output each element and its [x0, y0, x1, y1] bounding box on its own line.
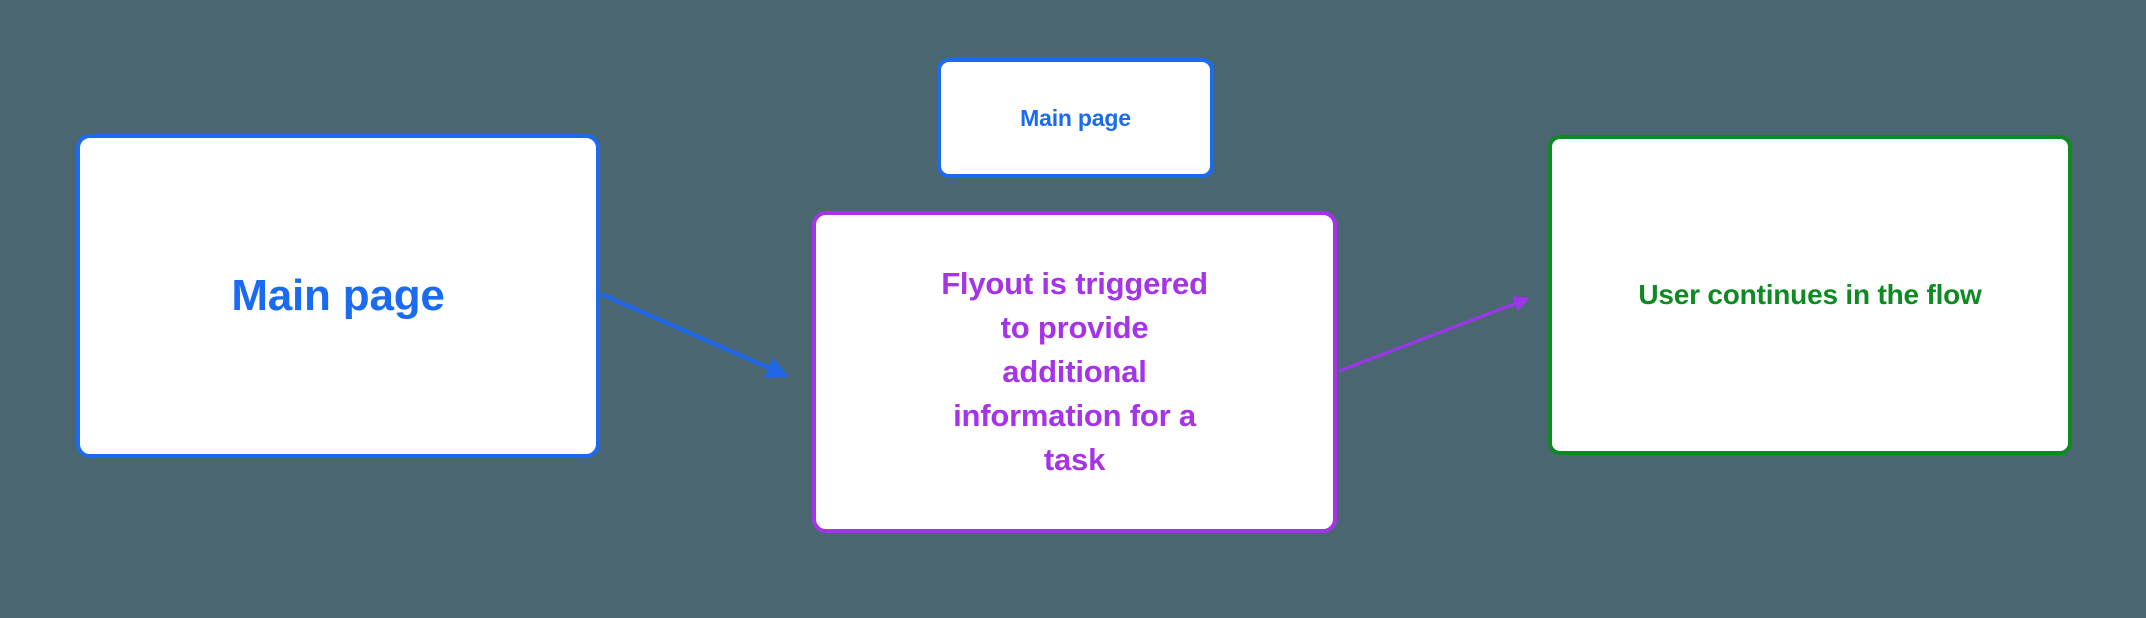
edge-main-page-to-flyout	[600, 291, 790, 379]
edge-flyout-to-user-continues	[1338, 296, 1530, 373]
node-user-continues-label: User continues in the flow	[1638, 278, 1982, 310]
node-user-continues[interactable]: User continues in the flow	[1548, 135, 2072, 455]
node-flyout[interactable]: Flyout is triggered to provide additiona…	[812, 211, 1337, 533]
node-main-page-left[interactable]: Main page	[76, 134, 600, 458]
node-main-page-left-label: Main page	[231, 271, 445, 321]
node-flyout-label: Flyout is triggered to provide additiona…	[941, 265, 1208, 478]
node-main-page-top-label: Main page	[1020, 104, 1131, 131]
node-main-page-top[interactable]: Main page	[937, 58, 1214, 178]
